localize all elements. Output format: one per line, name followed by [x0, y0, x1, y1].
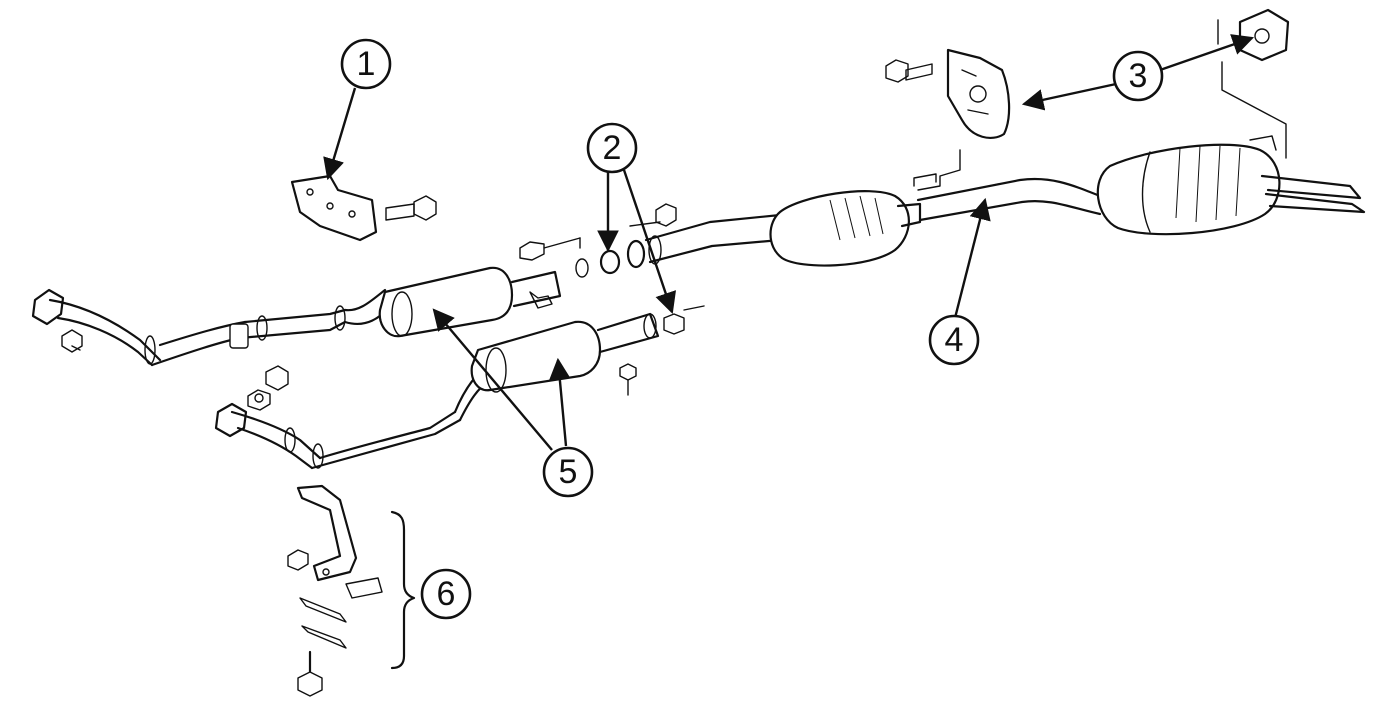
arrow-5b	[549, 357, 571, 447]
arrow-3a	[1021, 82, 1117, 111]
leader-arrows	[323, 34, 1255, 451]
callout-2: 2	[586, 122, 638, 174]
hanger-3-front	[885, 48, 1011, 191]
bolt-1	[385, 195, 437, 221]
arrow-5a	[432, 308, 553, 451]
middle-muffler	[769, 190, 922, 267]
arrow-2b	[622, 169, 677, 315]
callout-4: 4	[928, 314, 980, 366]
rear-muffler	[1096, 61, 1366, 236]
arrow-4	[953, 197, 991, 319]
callout-5: 5	[542, 446, 594, 498]
hanger-3-rear	[1217, 8, 1290, 62]
callout-2-label: 2	[603, 129, 622, 167]
callout-1: 1	[340, 38, 392, 90]
front-pipe-lower	[214, 365, 492, 470]
callout-6: 6	[420, 568, 472, 620]
callout-3: 3	[1112, 50, 1164, 102]
joint-clamp-set	[519, 203, 705, 335]
bolt-6	[297, 650, 323, 697]
callout-5-label: 5	[559, 453, 578, 491]
bolt-lower-left	[247, 365, 289, 411]
catalytic-converter-lower	[470, 312, 660, 393]
bracket-1	[290, 174, 437, 242]
callout-1-label: 1	[357, 45, 376, 83]
bolt-3	[885, 59, 933, 83]
callout-6-label: 6	[437, 575, 456, 613]
catalytic-converter-upper	[378, 266, 562, 338]
callout-3-label: 3	[1129, 57, 1148, 95]
bracket-set-6	[287, 484, 416, 697]
arrow-1	[323, 87, 357, 181]
callout-4-label: 4	[945, 321, 964, 359]
arrow-3b	[1159, 34, 1255, 72]
bolt-small-left	[61, 329, 83, 353]
rear-pipe	[913, 173, 1102, 222]
bolt-mid	[619, 363, 637, 396]
front-pipe-upper	[31, 288, 397, 367]
